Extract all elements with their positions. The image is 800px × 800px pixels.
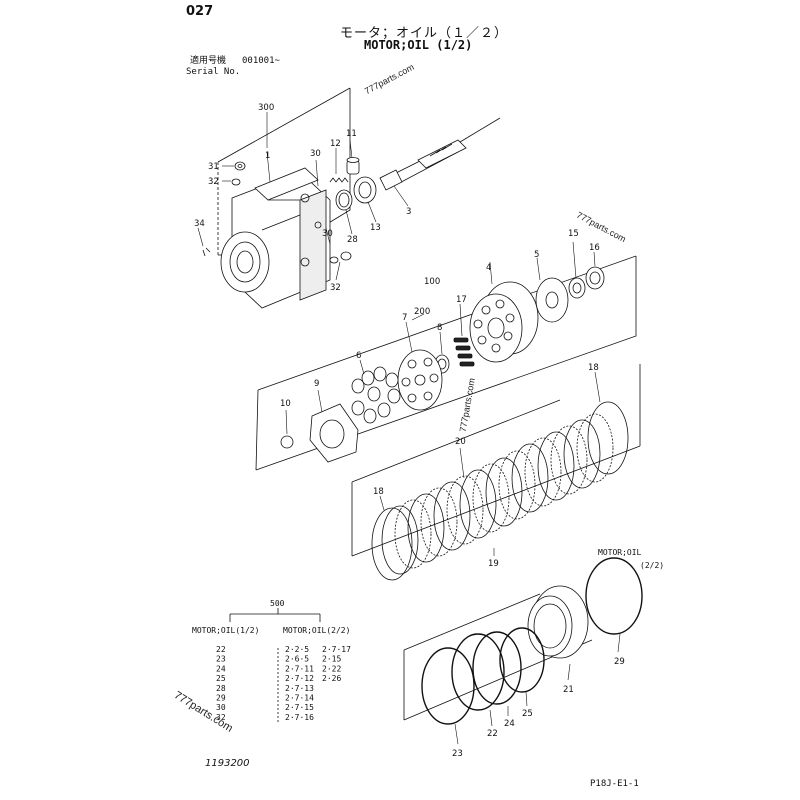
page-number: 027 <box>186 4 214 19</box>
callout-5: 5 <box>534 250 539 260</box>
callout-6: 6 <box>356 351 361 361</box>
ball-10 <box>280 435 294 449</box>
valve-plate-5 <box>535 277 569 323</box>
kit-item: 30 <box>216 703 226 712</box>
serial-range: 001001~ <box>242 56 280 66</box>
bearing-13 <box>353 176 377 204</box>
kit-item: 22 <box>216 645 226 654</box>
kit-col1-header: MOTOR;OIL(1/2) <box>192 626 259 635</box>
callout-31: 31 <box>208 162 219 172</box>
callout-13: 13 <box>370 223 381 233</box>
callout-32-lower: 32 <box>330 283 341 293</box>
kit-number: 500 <box>270 599 285 608</box>
friction-plates-19 <box>394 413 614 569</box>
callout-labels: 300 1 11 12 30 31 32 34 3 13 28 30 32 10… <box>194 103 625 759</box>
callout-16: 16 <box>589 243 600 253</box>
callout-34: 34 <box>194 219 205 229</box>
swash-plate-9 <box>309 403 359 463</box>
kit-item: 2·26 <box>322 674 341 683</box>
kit-table: 500 MOTOR;OIL(1/2) MOTOR;OIL(2/2) 222324… <box>192 599 351 722</box>
kit-item: 2·7·14 <box>285 694 314 703</box>
end-plates-18 <box>371 401 629 581</box>
spring-12 <box>329 177 349 183</box>
reference-sub: (2/2) <box>640 561 664 570</box>
callout-17: 17 <box>456 295 467 305</box>
kit-item: 32 <box>216 713 226 722</box>
serial-label-en: Serial No. <box>186 67 241 77</box>
kit-item: 2·15 <box>322 655 341 664</box>
callout-21: 21 <box>563 685 574 695</box>
bush-11 <box>346 157 360 175</box>
brake-piston-21 <box>527 585 589 659</box>
callout-100: 100 <box>424 277 440 287</box>
kit-table-lines <box>229 608 321 722</box>
callout-9: 9 <box>314 379 319 389</box>
callout-8: 8 <box>437 323 442 333</box>
seal-28 <box>335 189 353 211</box>
callout-22: 22 <box>487 729 498 739</box>
callout-32-upper: 32 <box>208 177 219 187</box>
kit-item: 2·7·11 <box>285 664 314 673</box>
callout-30-upper: 30 <box>310 149 321 159</box>
plug-parts <box>205 161 352 264</box>
page-code: P18J-E1-1 <box>590 779 639 789</box>
document-number: 1193200 <box>205 758 250 769</box>
kit-col2-items: 2·2·52·6·52·7·112·7·122·7·132·7·142·7·15… <box>285 645 314 722</box>
callout-15: 15 <box>568 229 579 239</box>
pins-17 <box>453 337 475 367</box>
callout-20: 20 <box>455 437 466 447</box>
page-title-jp: モータ；オイル（１／２） <box>340 26 509 41</box>
callout-25: 25 <box>522 709 533 719</box>
ring-29 <box>585 557 643 635</box>
callout-28: 28 <box>347 235 358 245</box>
kit-item: 2·7·16 <box>285 713 314 722</box>
bearing-15-16 <box>568 266 605 299</box>
callout-3: 3 <box>406 207 411 217</box>
kit-item: 2·7·12 <box>285 674 314 683</box>
page-title-en: MOTOR;OIL (1/2) <box>364 38 473 52</box>
kit-item: 2·7·13 <box>285 684 314 693</box>
kit-item: 2·7·15 <box>285 703 314 712</box>
kit-item: 2·6·5 <box>285 655 309 664</box>
callout-18-right: 18 <box>588 363 599 373</box>
kit-item: 2·22 <box>322 664 341 673</box>
callout-10: 10 <box>280 399 291 409</box>
callout-4: 4 <box>486 263 491 273</box>
callout-300: 300 <box>258 103 274 113</box>
leader-lines <box>197 112 621 745</box>
kit-item: 29 <box>216 694 226 703</box>
callout-24: 24 <box>504 719 515 729</box>
callout-23: 23 <box>452 749 463 759</box>
kit-item: 28 <box>216 684 226 693</box>
o-rings <box>421 627 545 725</box>
motor-oil-2-2-reference: MOTOR;OIL (2/2) <box>598 548 664 570</box>
kit-item: 23 <box>216 655 226 664</box>
callout-30-lower: 30 <box>322 229 333 239</box>
separator-plates-20 <box>381 419 601 575</box>
cylinder-block-4 <box>469 281 539 363</box>
callout-200: 200 <box>414 307 430 317</box>
reference-label: MOTOR;OIL <box>598 548 642 557</box>
kit-col2-header: MOTOR;OIL(2/2) <box>283 626 350 635</box>
motor-housing <box>202 167 331 309</box>
callout-7: 7 <box>402 313 407 323</box>
kit-item: 2·2·5 <box>285 645 309 654</box>
retainer-plate-7 <box>397 349 443 411</box>
shaft-3 <box>379 117 501 191</box>
callout-11: 11 <box>346 129 357 139</box>
kit-item: 24 <box>216 664 226 673</box>
pistons-6 <box>351 366 401 424</box>
serial-label-jp: 適用号機 <box>190 56 227 66</box>
callout-1: 1 <box>265 151 270 161</box>
callout-19: 19 <box>488 559 499 569</box>
callout-12: 12 <box>330 139 341 149</box>
callout-29: 29 <box>614 657 625 667</box>
callout-18-left: 18 <box>373 487 384 497</box>
kit-item: 2·7·17 <box>322 645 351 654</box>
kit-col3-items: 2·7·172·152·222·26 <box>322 645 351 683</box>
group-100-bracket <box>255 255 637 471</box>
kit-item: 25 <box>216 674 226 683</box>
